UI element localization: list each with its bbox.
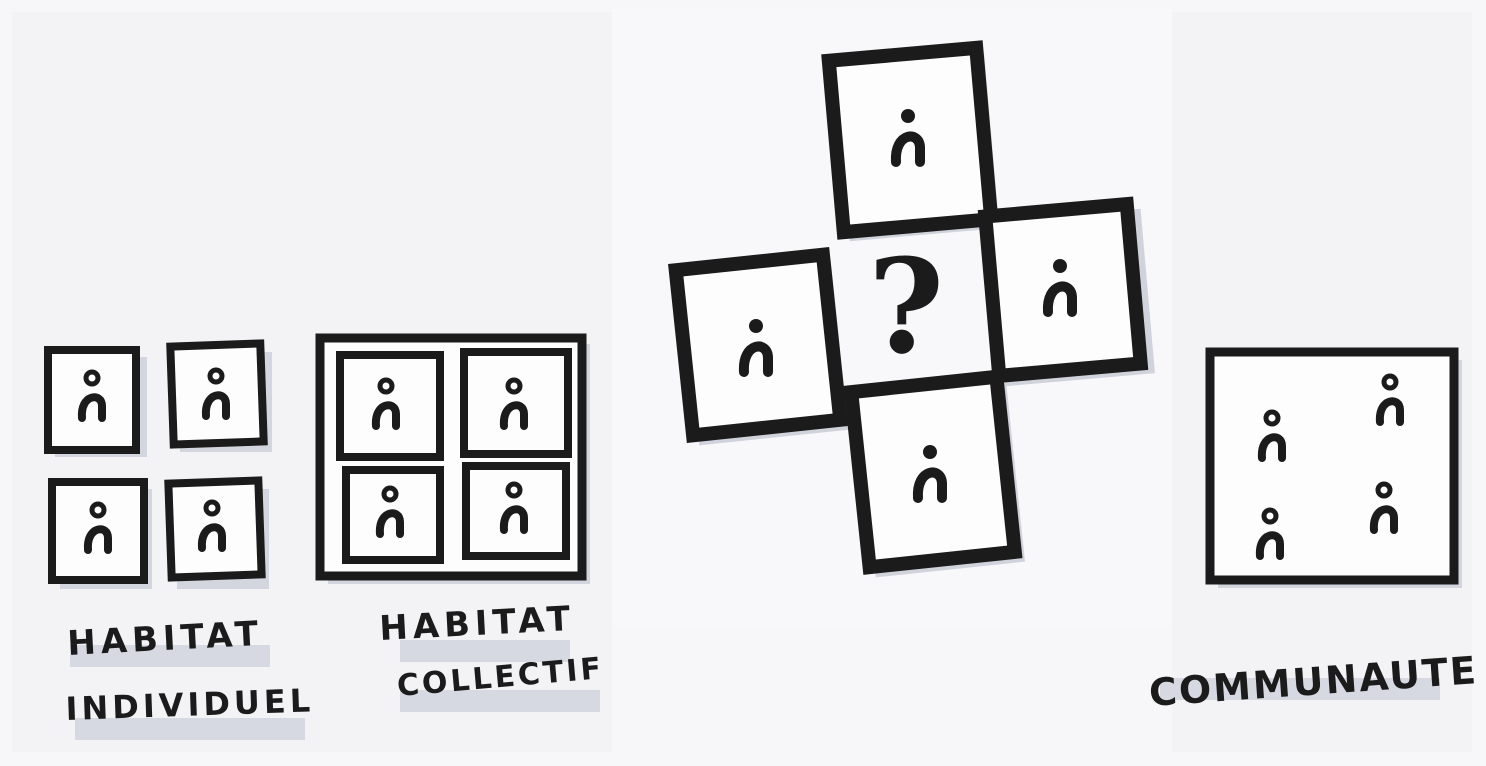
top-unit-box xyxy=(829,48,991,232)
apartment-unit xyxy=(464,352,568,454)
left-unit-box xyxy=(676,255,841,436)
house-box xyxy=(168,480,261,577)
house-box xyxy=(48,350,136,450)
collective-housing-group xyxy=(320,338,590,584)
house-box xyxy=(52,482,144,580)
apartment-unit xyxy=(340,355,440,457)
question-mark: ? xyxy=(868,230,944,383)
right-unit-box xyxy=(985,204,1140,376)
bottom-unit-box xyxy=(851,377,1015,567)
apartment-unit xyxy=(466,466,566,556)
apartment-unit xyxy=(346,470,440,560)
community-group xyxy=(1210,352,1462,588)
house-box xyxy=(170,343,263,444)
community-frame xyxy=(1210,352,1454,580)
